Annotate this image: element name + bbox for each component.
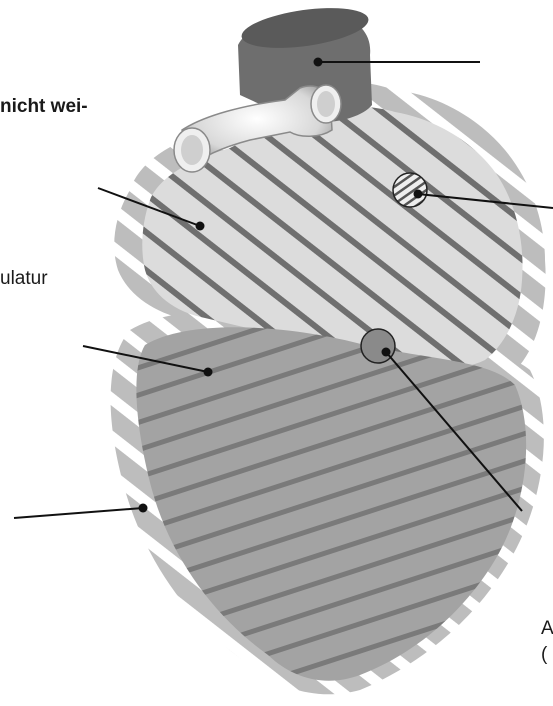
ventricle — [136, 327, 526, 680]
leader-line-border — [14, 508, 143, 518]
label-middle-left: ulatur — [0, 268, 48, 290]
leader-dot-atrium — [196, 222, 205, 231]
leader-dot-aorta — [314, 58, 323, 67]
label-bottom-right-line1: A — [541, 618, 553, 640]
label-top-bold: nicht wei- — [0, 96, 88, 118]
leader-dot-av — [382, 348, 391, 357]
label-bottom-right-line2: ( — [541, 644, 547, 666]
sinus-node-circle — [393, 173, 427, 207]
leader-dot-ventricle — [204, 368, 213, 377]
leader-dot-border — [139, 504, 148, 513]
leader-dot-sinus — [414, 190, 423, 199]
